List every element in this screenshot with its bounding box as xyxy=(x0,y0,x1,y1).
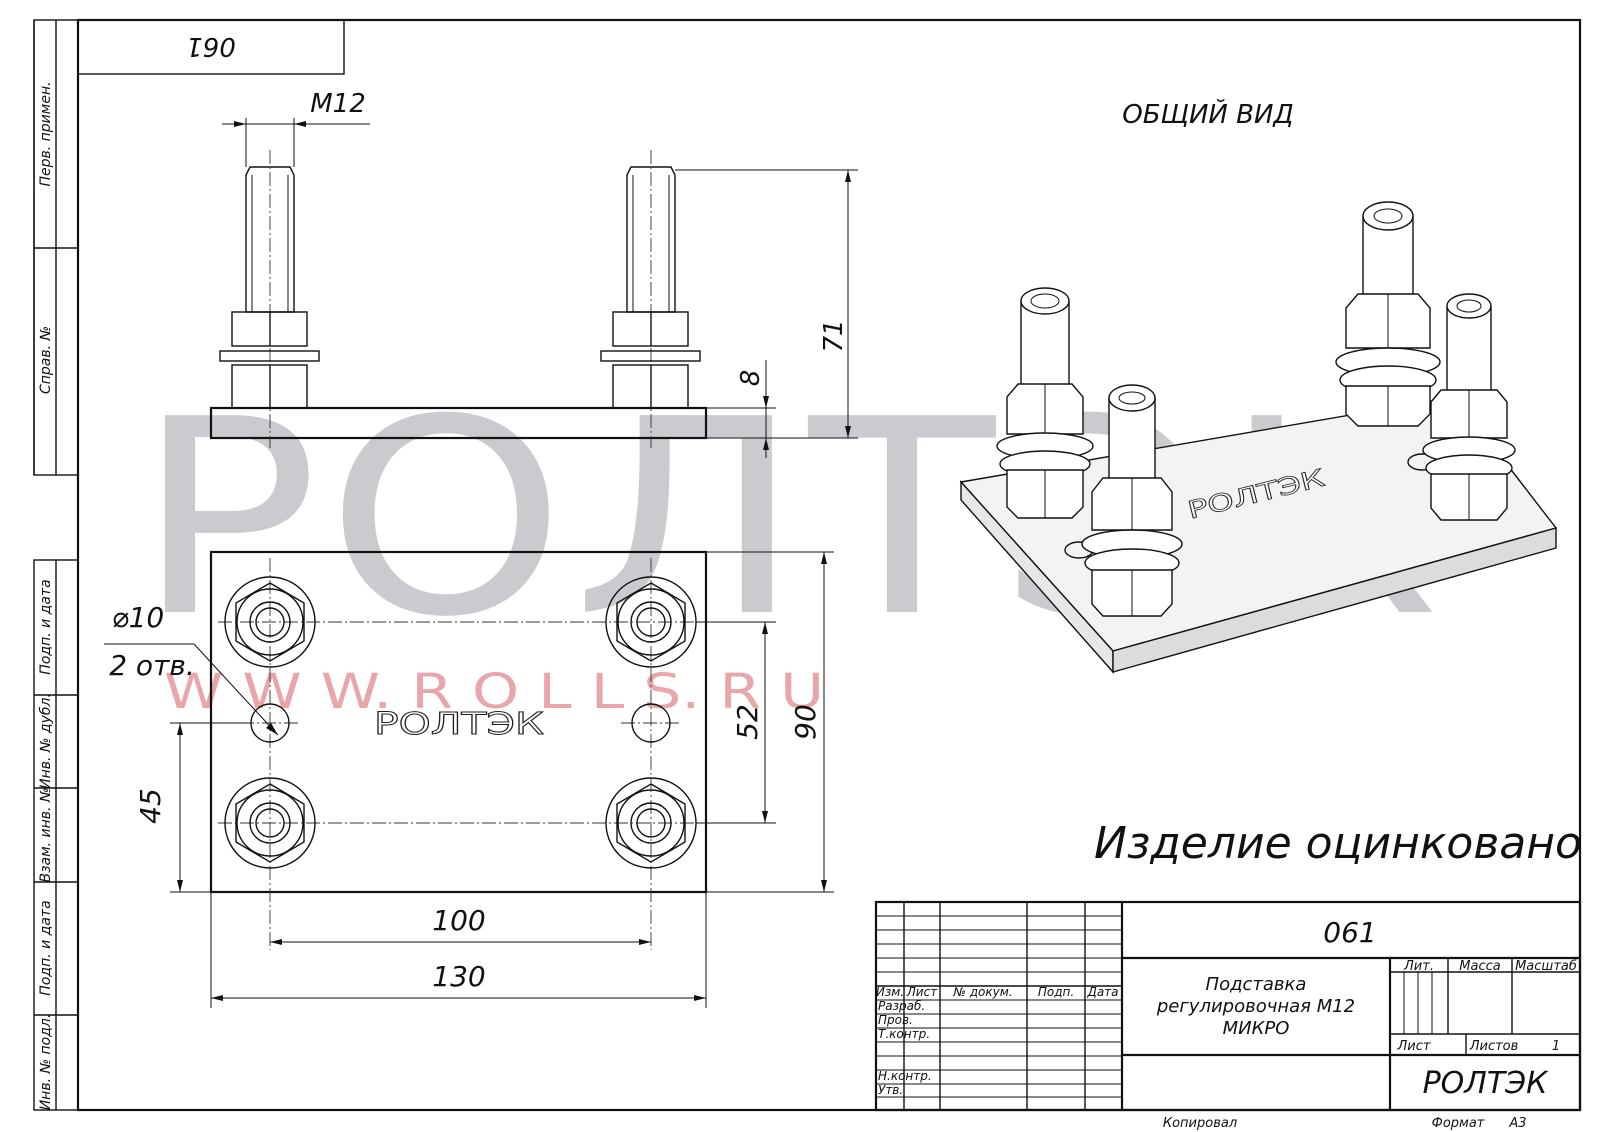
dim-hole-callout: ⌀10 2 отв. xyxy=(104,601,279,736)
dim-plate-length: 130 xyxy=(210,892,707,1008)
top-view: РОЛТЭК ⌀10 2 отв. 52 90 xyxy=(104,550,834,1008)
tb-sheets-value: 1 xyxy=(1552,1039,1560,1054)
dim-thread: М12 xyxy=(222,89,370,167)
tb-col-list: Лист xyxy=(906,985,938,999)
coating-note: Изделие оцинковано xyxy=(1094,818,1582,869)
dim-plate-thickness: 8 xyxy=(706,360,776,458)
isometric-view: ОБЩИЙ ВИД РОЛТЭК xyxy=(959,98,1558,674)
stamp-sprav-no: Справ. № xyxy=(38,326,54,394)
top-nut-1 xyxy=(224,576,316,668)
tb-doc-number: 061 xyxy=(1323,916,1376,949)
view-title: ОБЩИЙ ВИД xyxy=(1122,98,1294,130)
dim-height-total: 71 xyxy=(675,169,858,439)
dim-height-total-label: 71 xyxy=(819,319,849,352)
tb-name-line1: Подставка xyxy=(1206,974,1307,995)
dim-hole-dia: ⌀10 xyxy=(112,601,165,634)
tb-copied-label: Копировал xyxy=(1163,1116,1237,1131)
hole-right xyxy=(631,703,671,743)
dim-plate-width: 90 xyxy=(706,551,834,893)
tb-role-utv: Утв. xyxy=(878,1083,903,1097)
tb-col-data: Дата xyxy=(1086,985,1118,999)
dim-center-spacing-y: 52 xyxy=(696,621,776,824)
iso-stud-front-left xyxy=(1081,384,1183,617)
tb-sheets-label: Листов xyxy=(1469,1039,1519,1054)
top-nut-3 xyxy=(224,777,316,869)
stamp-perv-primen: Перв. примен. xyxy=(38,81,54,186)
tb-company: РОЛТЭК xyxy=(1423,1066,1550,1101)
dim-plate-width-label: 90 xyxy=(789,704,822,740)
tb-sheet-label: Лист xyxy=(1397,1039,1431,1054)
tb-format-value: А3 xyxy=(1508,1116,1526,1131)
tb-role-razrab: Разраб. xyxy=(878,999,925,1013)
tb-name-line2: регулировочная М12 xyxy=(1156,996,1355,1017)
tb-col-podp: Подп. xyxy=(1038,985,1074,999)
dim-center-spacing-y-label: 52 xyxy=(731,704,764,740)
dim-thread-label: М12 xyxy=(310,89,366,119)
front-view: М12 71 8 xyxy=(209,89,858,458)
stamp-podp-data-1: Подп. и дата xyxy=(38,579,54,674)
tb-lit-label: Лит. xyxy=(1403,959,1434,974)
tb-col-izm: Изм. xyxy=(876,985,904,999)
iso-stud-back-left xyxy=(996,287,1094,519)
tb-col-dokum: № докум. xyxy=(952,985,1012,999)
side-stamps: Перв. примен. Справ. № Подп. и дата Инв.… xyxy=(33,19,79,1111)
tb-role-nkontr: Н.контр. xyxy=(878,1069,932,1083)
front-stud-right xyxy=(600,150,701,448)
iso-stud-back-right xyxy=(1335,201,1441,427)
iso-stud-front-right xyxy=(1422,293,1516,521)
front-stud-left xyxy=(219,150,320,448)
dim-hole-count: 2 отв. xyxy=(109,649,195,682)
stamp-inv-podl: Инв. № подл. xyxy=(38,1014,54,1111)
stamp-podp-data-2: Подп. и дата xyxy=(38,900,54,995)
tb-role-tkontr: Т.контр. xyxy=(878,1027,930,1041)
tb-role-prov: Пров. xyxy=(878,1013,913,1027)
stamp-inv-dubl: Инв. № дубл. xyxy=(38,693,54,789)
tb-scale-label: Масштаб xyxy=(1515,959,1577,974)
tb-mass-label: Масса xyxy=(1459,959,1500,974)
watermark-url: W W W. R O L L S. R U xyxy=(164,664,824,720)
hole-left xyxy=(250,703,290,743)
tb-format-label: Формат xyxy=(1432,1116,1485,1131)
front-plate xyxy=(209,406,708,440)
stamp-vzam-inv: Взам. инв. № xyxy=(38,787,54,882)
tb-name-line3: МИКРО xyxy=(1223,1018,1290,1039)
dim-center-spacing-x: 100 xyxy=(270,904,651,945)
dim-offset-45: 45 xyxy=(134,722,250,893)
top-nut-4 xyxy=(605,777,697,869)
dim-center-spacing-x-label: 100 xyxy=(432,904,485,937)
dim-plate-thickness-label: 8 xyxy=(736,370,766,387)
dim-offset-45-label: 45 xyxy=(134,788,167,824)
dim-plate-length-label: 130 xyxy=(432,960,485,993)
plate-logo: РОЛТЭК xyxy=(374,707,544,742)
top-plate xyxy=(209,550,708,894)
corner-stamp: 061 xyxy=(186,31,236,61)
title-block: Изм. Лист № докум. Подп. Дата Разраб. Пр… xyxy=(874,900,1582,1131)
